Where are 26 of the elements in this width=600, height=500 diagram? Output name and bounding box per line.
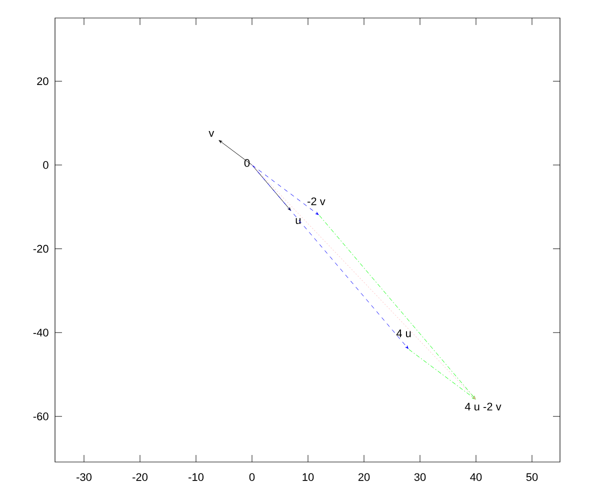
tick-label: -20 [132,473,148,481]
vector-arrow [408,349,476,400]
vector-arrow [218,140,252,166]
point-label: v [208,130,214,137]
point-label: -2 v [308,197,326,206]
tick-label: 20 [358,473,370,481]
vector-arrow [319,215,476,400]
tick-label: -30 [76,473,92,481]
vector-arrow [252,164,319,215]
tick-label: 10 [302,473,314,481]
tick-label: -20 [33,244,48,253]
point-label: 4 u -2 v [464,402,502,411]
tick-label: -40 [33,328,48,336]
tick-label: 40 [470,473,482,481]
point-label: 0 [244,159,250,167]
tick-label: 50 [526,473,538,481]
tick-label: -10 [188,473,204,481]
point-label: u [296,218,301,224]
tick-label: 30 [414,473,426,481]
tick-label: 0 [249,473,255,481]
tick-label: 0 [43,161,48,169]
point-label: 4 u [396,330,411,338]
tick-label: 20 [37,77,48,86]
vector-arrow [252,164,408,349]
tick-label: -60 [33,412,48,420]
vector-arrow [252,164,476,400]
